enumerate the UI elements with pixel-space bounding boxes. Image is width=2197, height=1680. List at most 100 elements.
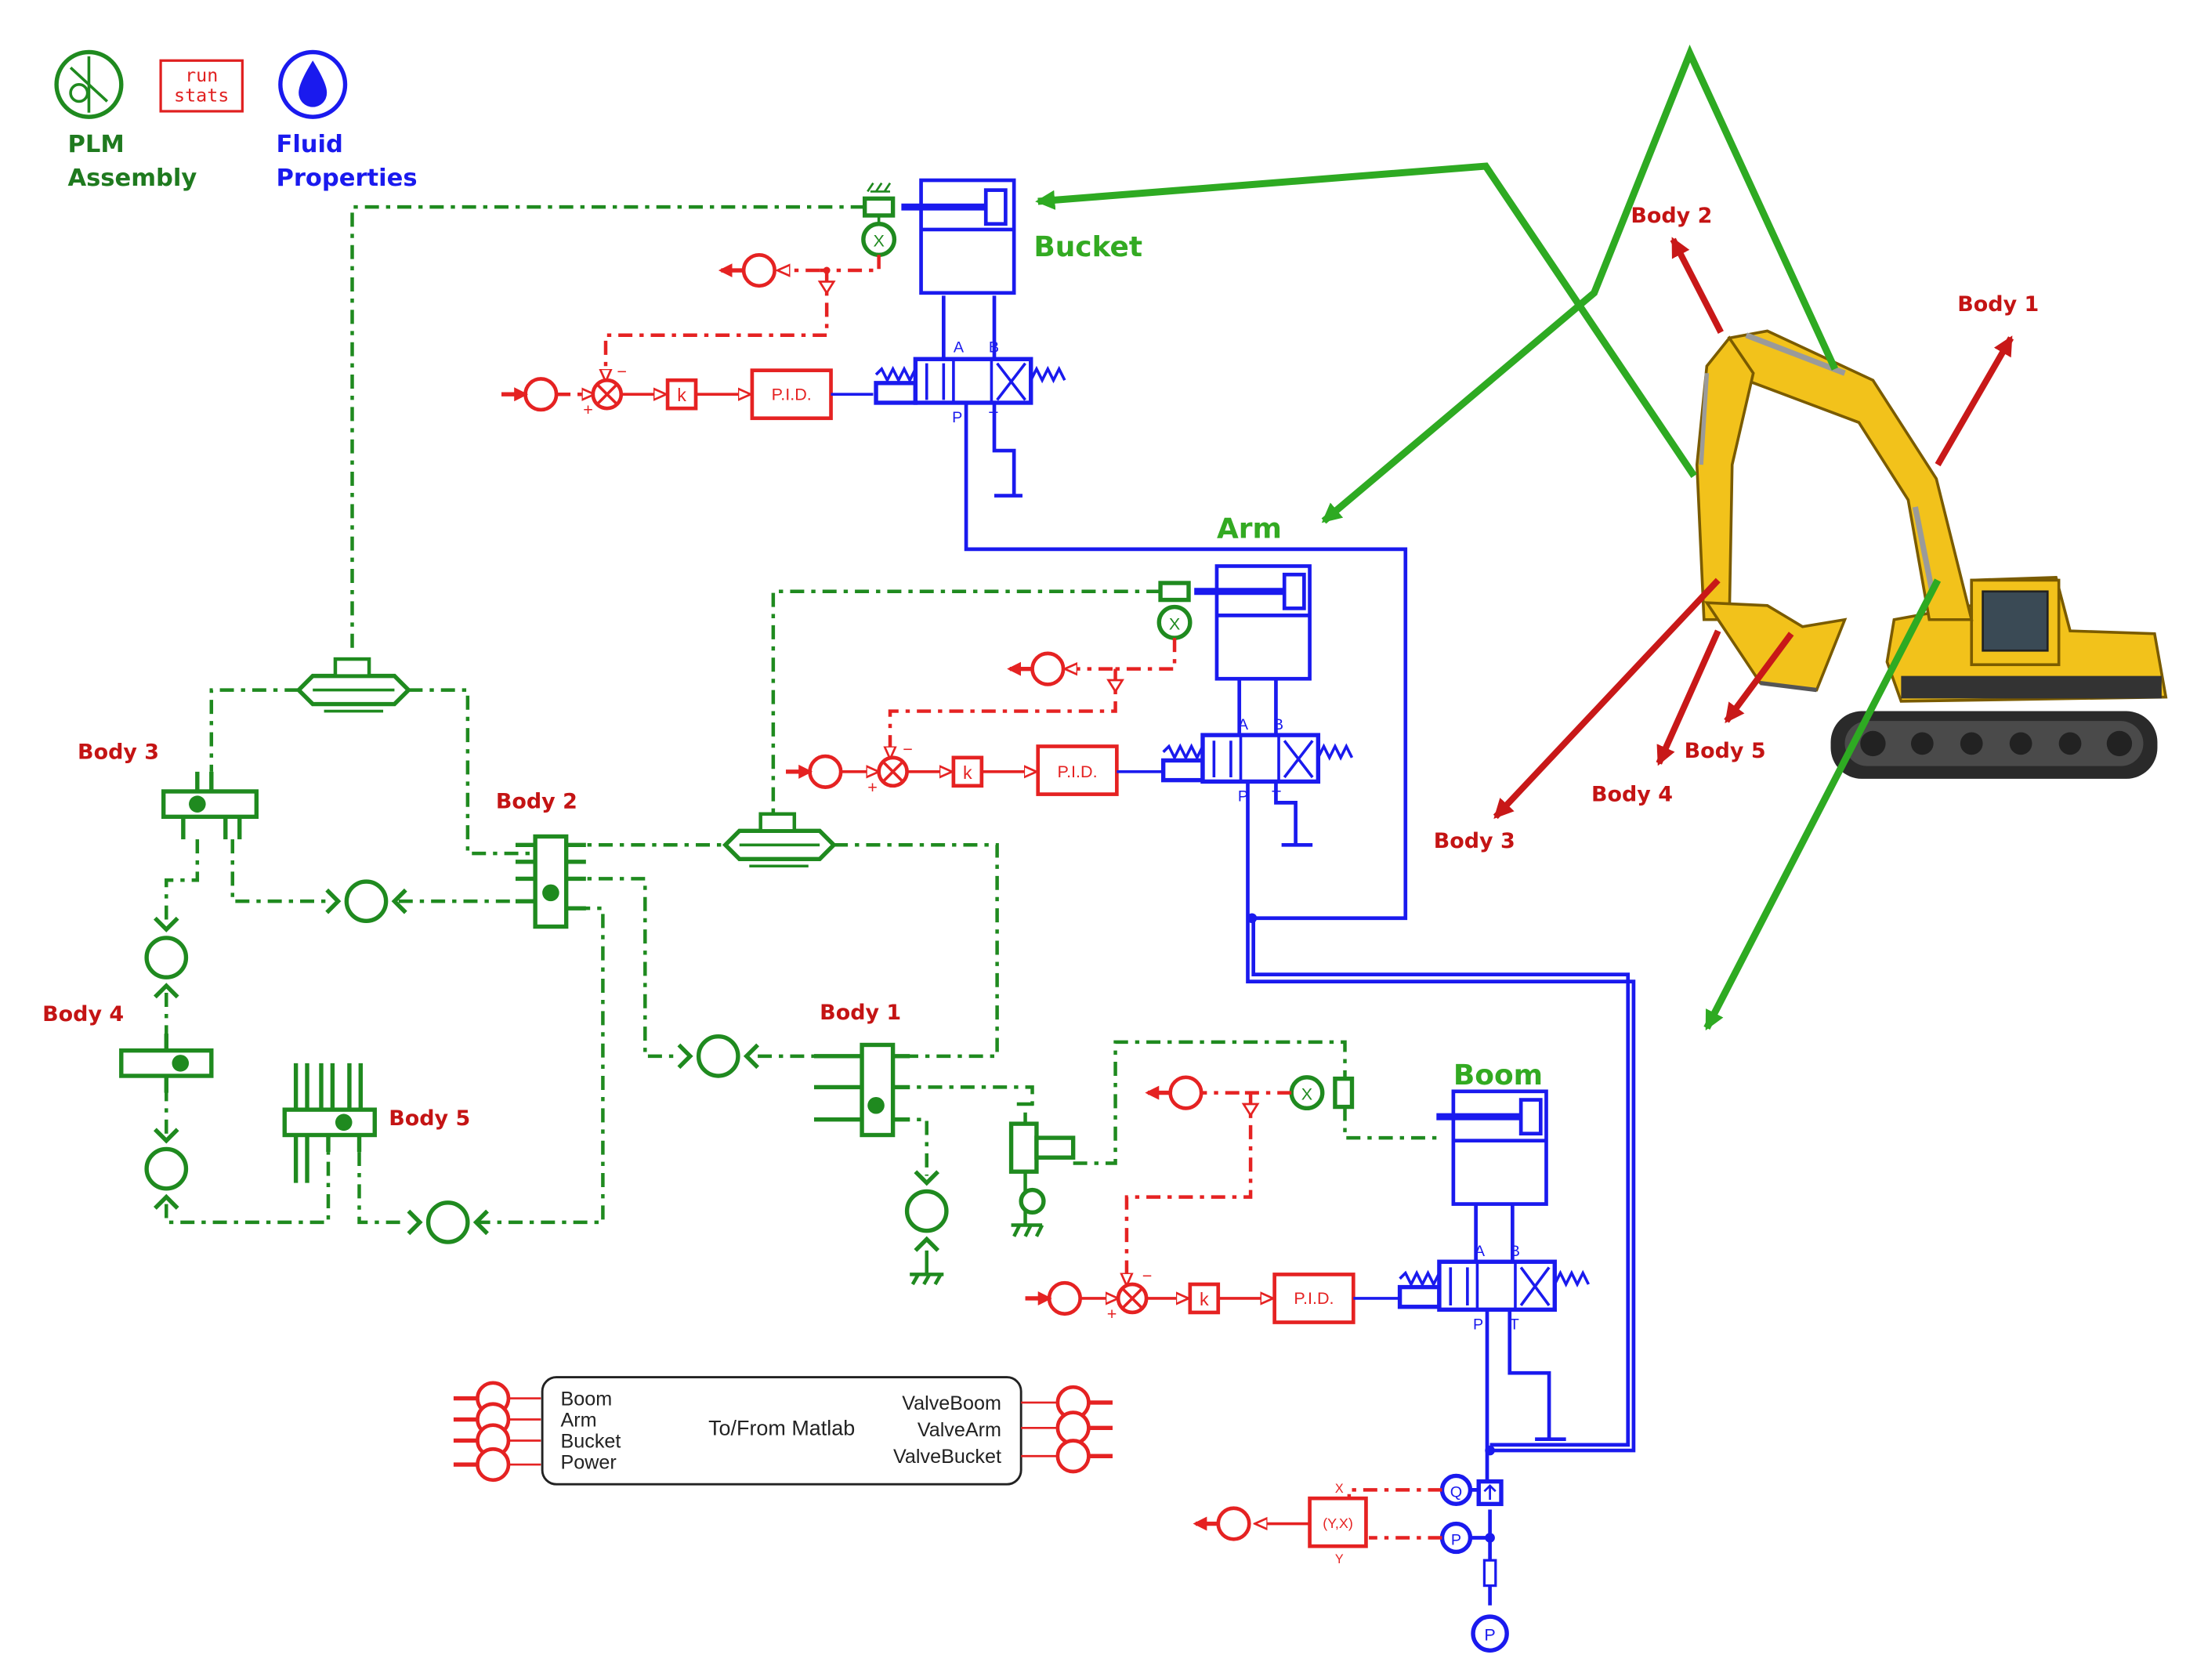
boom-sum-minus: − xyxy=(1142,1265,1153,1285)
boom-sum-junction[interactable] xyxy=(1116,1282,1149,1315)
bucket-sum-minus: − xyxy=(617,362,627,382)
arm-gain[interactable] xyxy=(951,755,984,788)
boom-prismatic-ground[interactable] xyxy=(1008,1102,1076,1237)
arm-joint-sensor[interactable]: X xyxy=(1156,581,1193,640)
pump[interactable] xyxy=(1471,1614,1509,1653)
arm-label: Arm xyxy=(1217,513,1282,545)
body-1-label: Body 1 xyxy=(820,1001,901,1025)
body-4-block[interactable] xyxy=(119,1034,214,1093)
fluid-label-line1: Fluid xyxy=(276,131,342,158)
fluid-properties-icon[interactable] xyxy=(278,49,348,119)
excavator-image xyxy=(1695,329,2168,779)
bucket-joint-sensor[interactable]: X xyxy=(861,182,897,257)
matlab-output-ports[interactable] xyxy=(1021,1385,1113,1474)
arm-port-p: P xyxy=(1238,788,1248,806)
boom-joint-sensor[interactable]: X xyxy=(1289,1075,1355,1111)
arm-port-b: B xyxy=(1273,716,1283,733)
run-stats-line2: stats xyxy=(174,84,229,106)
excavator-body-arrows xyxy=(1493,237,2014,820)
excavator-body-3-label: Body 3 xyxy=(1434,829,1515,853)
revolute-joint-1-ground[interactable] xyxy=(904,1170,949,1286)
arm-sum-minus: − xyxy=(903,739,913,759)
revolute-joint-2-1[interactable] xyxy=(677,1034,759,1078)
body-3-label: Body 3 xyxy=(78,740,159,765)
arm-port-t: T xyxy=(1272,788,1281,806)
revolute-joint-5-2[interactable] xyxy=(407,1200,489,1244)
plm-assembly-icon[interactable] xyxy=(54,49,124,119)
body-4-label: Body 4 xyxy=(42,1002,124,1026)
body-2-block[interactable] xyxy=(515,834,586,929)
boom-input-port[interactable] xyxy=(1047,1280,1082,1316)
bucket-sensor-x: X xyxy=(873,231,884,251)
arm-sum-plus: + xyxy=(867,777,878,797)
boom-pid-label: P.I.D. xyxy=(1294,1288,1334,1308)
arm-valve[interactable] xyxy=(1160,733,1354,784)
revolute-joint-4-5[interactable] xyxy=(144,1128,189,1210)
arm-output-port[interactable] xyxy=(1030,651,1066,686)
boom-cylinder[interactable] xyxy=(1436,1089,1548,1206)
bucket-port-a: A xyxy=(954,339,965,356)
revolute-joint-3-2[interactable] xyxy=(325,879,407,924)
body-3-block[interactable] xyxy=(161,771,259,840)
matlab-output-1: ValveBoom xyxy=(902,1392,1001,1414)
matlab-input-1: Boom xyxy=(560,1389,612,1410)
plm-label-line2: Assembly xyxy=(67,165,197,192)
bucket-sum-plus: + xyxy=(583,400,593,419)
bucket-valve[interactable] xyxy=(874,357,1066,405)
bucket-input-port[interactable] xyxy=(523,377,559,412)
boom-port-a: A xyxy=(1475,1243,1486,1260)
excavator-body-4-label: Body 4 xyxy=(1591,783,1673,807)
arm-weld-joint[interactable] xyxy=(722,812,837,868)
pressure-sensor-label: P xyxy=(1451,1531,1461,1548)
arm-sum-junction[interactable] xyxy=(877,755,909,788)
body-2-label: Body 2 xyxy=(496,790,577,814)
excavator-body-1-label: Body 1 xyxy=(1957,292,2039,317)
body-5-block[interactable] xyxy=(282,1063,377,1183)
excavator-body-5-label: Body 5 xyxy=(1685,739,1766,763)
revolute-joint-3-4[interactable] xyxy=(144,916,189,999)
power-output-port[interactable] xyxy=(1216,1506,1251,1541)
body-5-label: Body 5 xyxy=(389,1106,470,1131)
bucket-output-port[interactable] xyxy=(741,252,776,288)
plm-label-line1: PLM xyxy=(67,131,124,158)
run-stats-line1: run xyxy=(185,64,218,86)
product-block-label: (Y,X) xyxy=(1323,1515,1353,1531)
bucket-port-b: B xyxy=(989,339,999,356)
matlab-input-2: Arm xyxy=(560,1410,596,1432)
bucket-gain-label: k xyxy=(677,385,686,405)
fluid-label-line2: Properties xyxy=(276,165,417,192)
arm-input-port[interactable] xyxy=(808,754,843,789)
bucket-weld-joint[interactable] xyxy=(295,657,412,713)
arm-port-a: A xyxy=(1238,716,1249,733)
matlab-input-ports[interactable] xyxy=(453,1381,541,1483)
flow-sensor-label: Q xyxy=(1450,1483,1462,1501)
excavator-body-2-label: Body 2 xyxy=(1631,204,1712,228)
boom-gain-label: k xyxy=(1200,1289,1209,1309)
boom-output-port[interactable] xyxy=(1168,1075,1203,1110)
boom-port-t: T xyxy=(1510,1316,1519,1334)
hydraulic-lines xyxy=(941,295,1636,1606)
boom-port-b: B xyxy=(1510,1243,1520,1260)
arm-cylinder[interactable] xyxy=(1194,564,1312,681)
matlab-block[interactable] xyxy=(541,1376,1022,1486)
body-1-block[interactable] xyxy=(813,1042,910,1138)
boom-sum-plus: + xyxy=(1107,1304,1117,1323)
product-block[interactable] xyxy=(1308,1496,1368,1548)
bucket-cylinder[interactable] xyxy=(901,178,1016,295)
arm-pid-label: P.I.D. xyxy=(1057,762,1097,781)
matlab-input-4: Power xyxy=(560,1451,616,1473)
boom-sensor-x: X xyxy=(1301,1084,1312,1104)
boom-pid[interactable] xyxy=(1272,1273,1355,1324)
correspondence-arrows xyxy=(1035,44,1942,1031)
bucket-sum-junction[interactable] xyxy=(591,378,624,411)
product-x-label: X xyxy=(1335,1482,1344,1496)
boom-valve[interactable] xyxy=(1397,1259,1591,1312)
pump-label: P xyxy=(1484,1625,1495,1645)
run-stats-icon[interactable]: run stats xyxy=(159,59,244,113)
bucket-label: Bucket xyxy=(1033,231,1142,263)
matlab-block-title: To/From Matlab xyxy=(708,1416,855,1439)
mechanical-links xyxy=(165,205,1347,1225)
bucket-port-t: T xyxy=(989,409,998,426)
product-y-label: Y xyxy=(1335,1552,1344,1566)
